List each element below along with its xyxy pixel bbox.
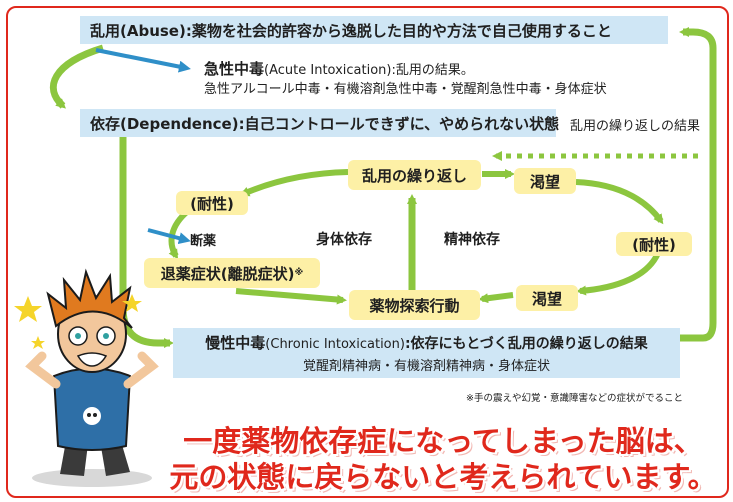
cycle-withdrawal-mark: ※ bbox=[294, 268, 304, 278]
headline-line-2: 元の状態に戻らないと考えられています。 bbox=[169, 460, 717, 494]
cycle-craving-top: 渇望 bbox=[514, 168, 576, 194]
arrow-chronic-to-abuse bbox=[679, 27, 717, 342]
arrow-cessation bbox=[147, 228, 191, 245]
chronic-line1: 慢性中毒(Chronic Intoxication):依存にもとづく乱用の繰り返… bbox=[205, 332, 647, 353]
arrow-abuse-to-acute bbox=[95, 48, 191, 73]
headline-line-1: 一度薬物依存症になってしまった脳は、 bbox=[183, 424, 703, 458]
abuse-definition: 乱用(Abuse):薬物を社会的許容から逸脱した目的や方法で自己使用すること bbox=[80, 16, 668, 44]
cycle-repeat: 乱用の繰り返し bbox=[348, 160, 481, 190]
acute-title-text: 急性中毒 bbox=[204, 60, 265, 78]
cycle-withdrawal-text: 退薬症状(離脱症状) bbox=[160, 264, 295, 283]
arrow-abuse-to-dependence bbox=[50, 44, 105, 109]
cycle-tolerance-left: (耐性) bbox=[176, 191, 248, 215]
acute-examples: 急性アルコール中毒・有機溶剤急性中毒・覚醒剤急性中毒・身体症状 bbox=[204, 82, 607, 97]
arrow-tolerance-to-craving bbox=[576, 251, 661, 296]
arrow-repeat-to-tolerance bbox=[239, 169, 349, 197]
chronic-examples: 覚醒剤精神病・有機溶剤精神病・身体症状 bbox=[302, 359, 550, 374]
chronic-english: (Chronic Intoxication) bbox=[265, 337, 405, 352]
cycle-craving-bottom: 渇望 bbox=[516, 285, 578, 311]
cycle-cessation: 断薬 bbox=[190, 234, 217, 249]
acute-english: (Acute Intoxication) bbox=[264, 63, 392, 78]
arrow-tolerance-to-withdrawal bbox=[168, 208, 191, 260]
chronic-text: :依存にもとづく乱用の繰り返しの結果 bbox=[404, 336, 648, 352]
footnote: ※手の震えや幻覚・意識障害などの症状がでること bbox=[466, 393, 683, 404]
arrow-withdrawal-to-seeking bbox=[235, 288, 347, 305]
diagram-frame: 乱用(Abuse):薬物を社会的許容から逸脱した目的や方法で自己使用すること 急… bbox=[6, 6, 729, 498]
cycle-withdrawal: 退薬症状(離脱症状)※ bbox=[144, 258, 320, 288]
physical-dependence-label: 身体依存 bbox=[316, 232, 372, 248]
dependence-note: 乱用の繰り返しの結果 bbox=[570, 119, 701, 134]
dependence-definition: 依存(Dependence):自己コントロールできずに、やめられない状態 bbox=[80, 109, 559, 137]
chronic-definition: 慢性中毒(Chronic Intoxication):依存にもとづく乱用の繰り返… bbox=[173, 328, 680, 378]
arrow-craving-to-tolerance bbox=[575, 179, 664, 225]
arrow-craving-to-seeking bbox=[478, 292, 514, 304]
acute-title: 急性中毒(Acute Intoxication):乱用の結果。 bbox=[204, 58, 474, 79]
acute-definition: :乱用の結果。 bbox=[391, 63, 474, 78]
cycle-tolerance-right: (耐性) bbox=[616, 232, 692, 256]
cycle-drug-seeking: 薬物探索行動 bbox=[349, 290, 480, 320]
distressed-character-illustration bbox=[14, 268, 159, 487]
mental-dependence-label: 精神依存 bbox=[444, 232, 500, 248]
chronic-title: 慢性中毒 bbox=[205, 334, 266, 352]
